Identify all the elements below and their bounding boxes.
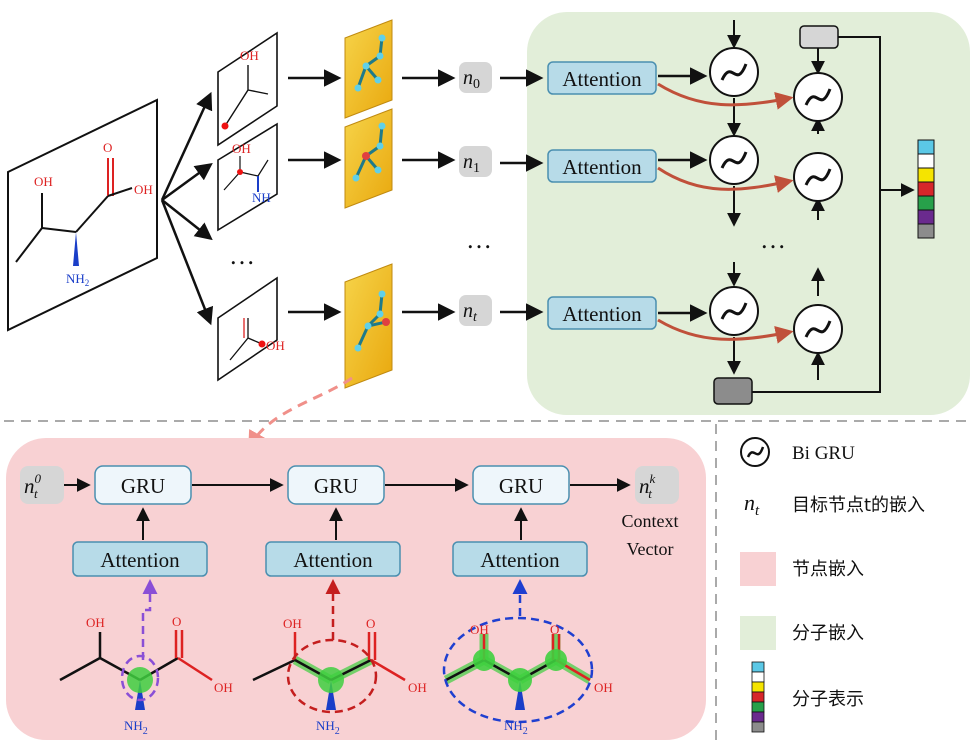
- node-badge-t: nt: [459, 295, 492, 326]
- main-molecule-card: OH O OH NH2: [7, 98, 158, 332]
- node-to-attention-arrows: [500, 69, 544, 321]
- svg-text:NH2: NH2: [504, 718, 528, 737]
- svg-text:OH: OH: [408, 680, 427, 695]
- subgraph-0-oh: OH: [240, 48, 259, 63]
- tile-to-node-arrows: [402, 69, 456, 321]
- bottom-gru-box-2: GRU: [287, 465, 385, 505]
- mol-nh2: NH2: [66, 271, 89, 288]
- svg-text:目标节点t的嵌入: 目标节点t的嵌入: [792, 495, 925, 516]
- svg-text:OH: OH: [470, 622, 489, 637]
- legend-bigru: Bi GRU: [740, 437, 855, 467]
- top-attention-box-t: Attention: [547, 296, 657, 330]
- attention-skip-arrows: [657, 82, 794, 344]
- merge-lines: [752, 36, 915, 393]
- svg-text:OH: OH: [214, 680, 233, 695]
- svg-text:O: O: [550, 622, 559, 637]
- svg-text:Attention: Attention: [562, 302, 642, 326]
- bigru-forward-final-state: [713, 377, 753, 405]
- node-badge-0: n0: [459, 62, 492, 93]
- svg-text:GRU: GRU: [121, 474, 165, 498]
- legend: Bi GRU nt 目标节点t的嵌入 节点嵌入 分子嵌入 分子表示: [740, 437, 925, 733]
- context-vector-line2: Vector: [627, 539, 674, 559]
- subgraph-ellipsis: …: [229, 241, 255, 270]
- mol-oh-right: OH: [134, 182, 153, 197]
- svg-text:OH: OH: [86, 615, 105, 630]
- forward-gru-t: [709, 286, 759, 336]
- legend-target-node: nt 目标节点t的嵌入: [744, 490, 925, 519]
- legend-node-embedding: 节点嵌入: [740, 552, 864, 586]
- node-embedding-panel: [6, 438, 706, 740]
- bottom-gru-box-1: GRU: [94, 465, 192, 505]
- svg-text:n1: n1: [463, 151, 480, 176]
- graph-tile-0: [344, 19, 393, 119]
- svg-text:nkt: nkt: [639, 471, 656, 501]
- bottom-molecule-1: OH O OH NH2: [59, 614, 233, 737]
- zoom-in-arrow: [248, 376, 353, 450]
- svg-text:nt: nt: [744, 490, 760, 519]
- subgraph-card-1: OH NH: [217, 122, 278, 232]
- subgraph-card-0: OH: [217, 31, 278, 147]
- backward-gru-1: [793, 152, 843, 202]
- backward-gru-t: [793, 304, 843, 354]
- card-to-tile-arrows: [288, 69, 342, 321]
- fan-out-arrows: [160, 91, 214, 326]
- legend-molecule-embedding: 分子嵌入: [740, 616, 864, 650]
- forward-gru-0: [709, 47, 759, 97]
- mol-oh-left: OH: [34, 174, 53, 189]
- bottom-gru-box-3: GRU: [472, 465, 570, 505]
- bottom-attention-box-3: Attention: [452, 541, 588, 577]
- svg-text:OH: OH: [283, 616, 302, 631]
- svg-text:Attention: Attention: [100, 548, 180, 572]
- mol-o-top: O: [103, 140, 112, 155]
- bottom-attention-box-2: Attention: [265, 541, 401, 577]
- bottom-attention-box-1: Attention: [72, 541, 208, 577]
- svg-text:分子嵌入: 分子嵌入: [792, 623, 864, 644]
- top-attention-box-0: Attention: [547, 61, 657, 95]
- svg-text:分子表示: 分子表示: [792, 689, 864, 710]
- subgraph-1-nh2: NH: [252, 190, 271, 205]
- backward-gru-0: [793, 72, 843, 122]
- bottom-attention-to-gru-arrows: [136, 507, 528, 540]
- svg-text:Attention: Attention: [562, 67, 642, 91]
- svg-text:OH: OH: [594, 680, 613, 695]
- attention-to-bigru-arrows: [658, 67, 708, 322]
- purple-dashed-arrow: [141, 579, 158, 660]
- subgraph-1-oh: OH: [232, 141, 251, 156]
- legend-molecule-representation: 分子表示: [751, 661, 864, 733]
- svg-text:Attention: Attention: [562, 155, 642, 179]
- svg-text:GRU: GRU: [314, 474, 358, 498]
- svg-text:Attention: Attention: [480, 548, 560, 572]
- top-attention-box-1: Attention: [547, 149, 657, 183]
- context-vector-line1: Context: [622, 511, 679, 531]
- node-badge-1: n1: [459, 146, 492, 177]
- svg-text:n0t: n0t: [24, 471, 42, 501]
- molecule-representation-vector: [917, 139, 935, 239]
- graph-tile-1: [344, 108, 393, 209]
- svg-text:n0: n0: [463, 67, 480, 92]
- bottom-molecule-3: OH O OH NH2: [442, 616, 613, 737]
- bigru-backward-final-state: [799, 25, 839, 49]
- svg-text:O: O: [172, 614, 181, 629]
- node-ellipsis: …: [466, 225, 492, 254]
- svg-text:nt: nt: [463, 300, 478, 325]
- subgraph-card-t: OH: [217, 276, 285, 382]
- subgraph-t-oh: OH: [266, 338, 285, 353]
- bigru-ellipsis: …: [760, 225, 786, 254]
- svg-text:O: O: [366, 616, 375, 631]
- forward-gru-1: [709, 135, 759, 185]
- svg-text:Bi GRU: Bi GRU: [792, 443, 855, 464]
- bottom-molecule-2: OH O OH NH2: [252, 616, 427, 737]
- svg-text:NH2: NH2: [124, 718, 148, 737]
- svg-text:Attention: Attention: [293, 548, 373, 572]
- svg-text:NH2: NH2: [316, 718, 340, 737]
- graph-tile-t: [344, 263, 393, 389]
- svg-text:GRU: GRU: [499, 474, 543, 498]
- svg-text:节点嵌入: 节点嵌入: [792, 559, 864, 580]
